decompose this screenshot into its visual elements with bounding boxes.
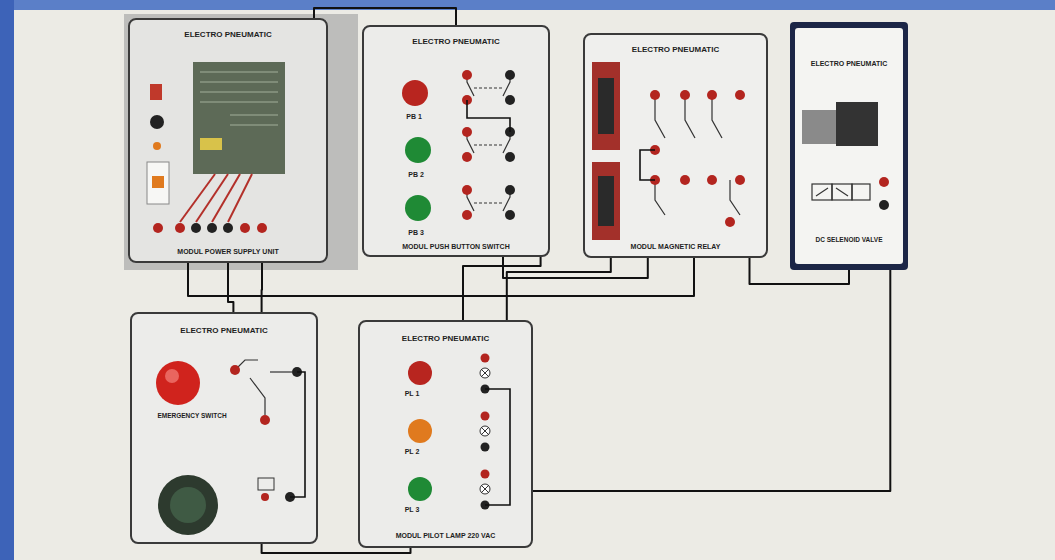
terminal [260, 415, 270, 425]
terminal-row [153, 223, 267, 233]
valve-coil [836, 102, 878, 146]
trainer-module: ELECTRO PNEUMATIC DC SELENOID VALVE [790, 22, 908, 270]
device-label: PB 3 [394, 229, 438, 237]
module-label: MODUL MAGNETIC RELAY [585, 243, 766, 251]
push-button [405, 137, 431, 163]
valve-body [802, 110, 840, 144]
terminal [261, 493, 269, 501]
patch-cable [507, 258, 611, 320]
module-heading: ELECTRO PNEUMATIC [585, 45, 766, 54]
patch-cable [228, 263, 233, 312]
patch-wire [290, 372, 305, 497]
terminals [462, 70, 515, 220]
device-label: PB 1 [392, 113, 436, 121]
pilot-lamp [408, 419, 432, 443]
module-heading: ELECTRO PNEUMATIC [792, 60, 906, 68]
buzzer-grille [170, 487, 206, 523]
terminal [879, 200, 889, 210]
button-highlight [165, 369, 179, 383]
valve-symbol [812, 184, 870, 200]
module-label: MODUL POWER SUPPLY UNIT [130, 248, 326, 256]
module-panel [362, 25, 550, 257]
module-title: MODUL PILOT LAMP 220 VAC [360, 532, 531, 540]
contact-symbols [655, 95, 740, 215]
device-label: PL 1 [390, 390, 434, 398]
module-title: MODUL PUSH BUTTON SWITCH [364, 243, 548, 251]
module-label: DC SELENOID VALVE [792, 236, 906, 243]
switch-contacts [467, 75, 510, 215]
patch-cable [262, 544, 411, 553]
patch-wire [640, 150, 655, 180]
patch-cable [463, 257, 541, 320]
relay-core [598, 78, 614, 134]
patch-cable [533, 270, 890, 491]
frame-top [0, 0, 1055, 10]
patch-wire [485, 389, 510, 505]
module-heading: ELECTRO PNEUMATIC [130, 30, 326, 39]
relay-coil [592, 162, 620, 240]
emergency-button [156, 361, 200, 405]
psu-leads [180, 174, 252, 222]
module-panel [130, 312, 318, 544]
frame-left [0, 0, 14, 560]
relay-core [598, 176, 614, 226]
psu-label [200, 138, 222, 150]
trainer-module: ELECTRO PNEUMATIC PB 1 PB 2 PB 3 MODUL PUSH … [362, 25, 550, 257]
buzzer-symbol [258, 478, 274, 490]
breaker [147, 162, 169, 204]
switch-symbol [235, 360, 292, 415]
trainer-module: ELECTRO PNEUMATIC MODUL POWER SUPPLY UNIT [128, 18, 328, 263]
device-label: PL 3 [390, 506, 434, 514]
module-heading: ELECTRO PNEUMATIC [132, 326, 316, 335]
module-label: EMERGENCY SWITCH [144, 412, 240, 419]
breaker-lever [152, 176, 164, 188]
power-supply-unit [193, 62, 285, 174]
device-label: PB 2 [394, 171, 438, 179]
module-backing [790, 22, 908, 270]
patch-cable [314, 8, 456, 25]
patch-cable [503, 257, 648, 278]
pilot-lamp [408, 361, 432, 385]
trainer-module: ELECTRO PNEUMATIC EMERGENCY SWITCH [130, 312, 318, 544]
push-button [402, 80, 428, 106]
relay-coil [592, 62, 620, 150]
indicator [153, 142, 161, 150]
patch-wire [467, 100, 510, 132]
power-switch [150, 84, 162, 100]
patch-cable [750, 258, 850, 284]
module-panel [358, 320, 533, 548]
patch-cable [261, 263, 263, 312]
module-panel [583, 33, 768, 258]
terminal [879, 177, 889, 187]
pilot-lamp [408, 477, 432, 501]
knob [150, 115, 164, 129]
module-heading: ELECTRO PNEUMATIC [360, 334, 531, 343]
terminals [650, 90, 745, 227]
module-heading: ELECTRO PNEUMATIC [364, 37, 548, 46]
patch-cable [188, 258, 694, 296]
terminal [230, 365, 240, 375]
push-button [405, 195, 431, 221]
buzzer [158, 475, 218, 535]
trainer-module: ELECTRO PNEUMATIC MODUL MAGNETIC RELAY [583, 33, 768, 258]
device-label: PL 2 [390, 448, 434, 456]
lamp-terminals [480, 354, 490, 510]
vent-grill [200, 72, 278, 125]
module-panel [128, 18, 328, 263]
trainer-module: ELECTRO PNEUMATIC PL 1 PL 2 PL 3 MODUL PILOT… [358, 320, 533, 548]
module-backing [124, 14, 358, 270]
